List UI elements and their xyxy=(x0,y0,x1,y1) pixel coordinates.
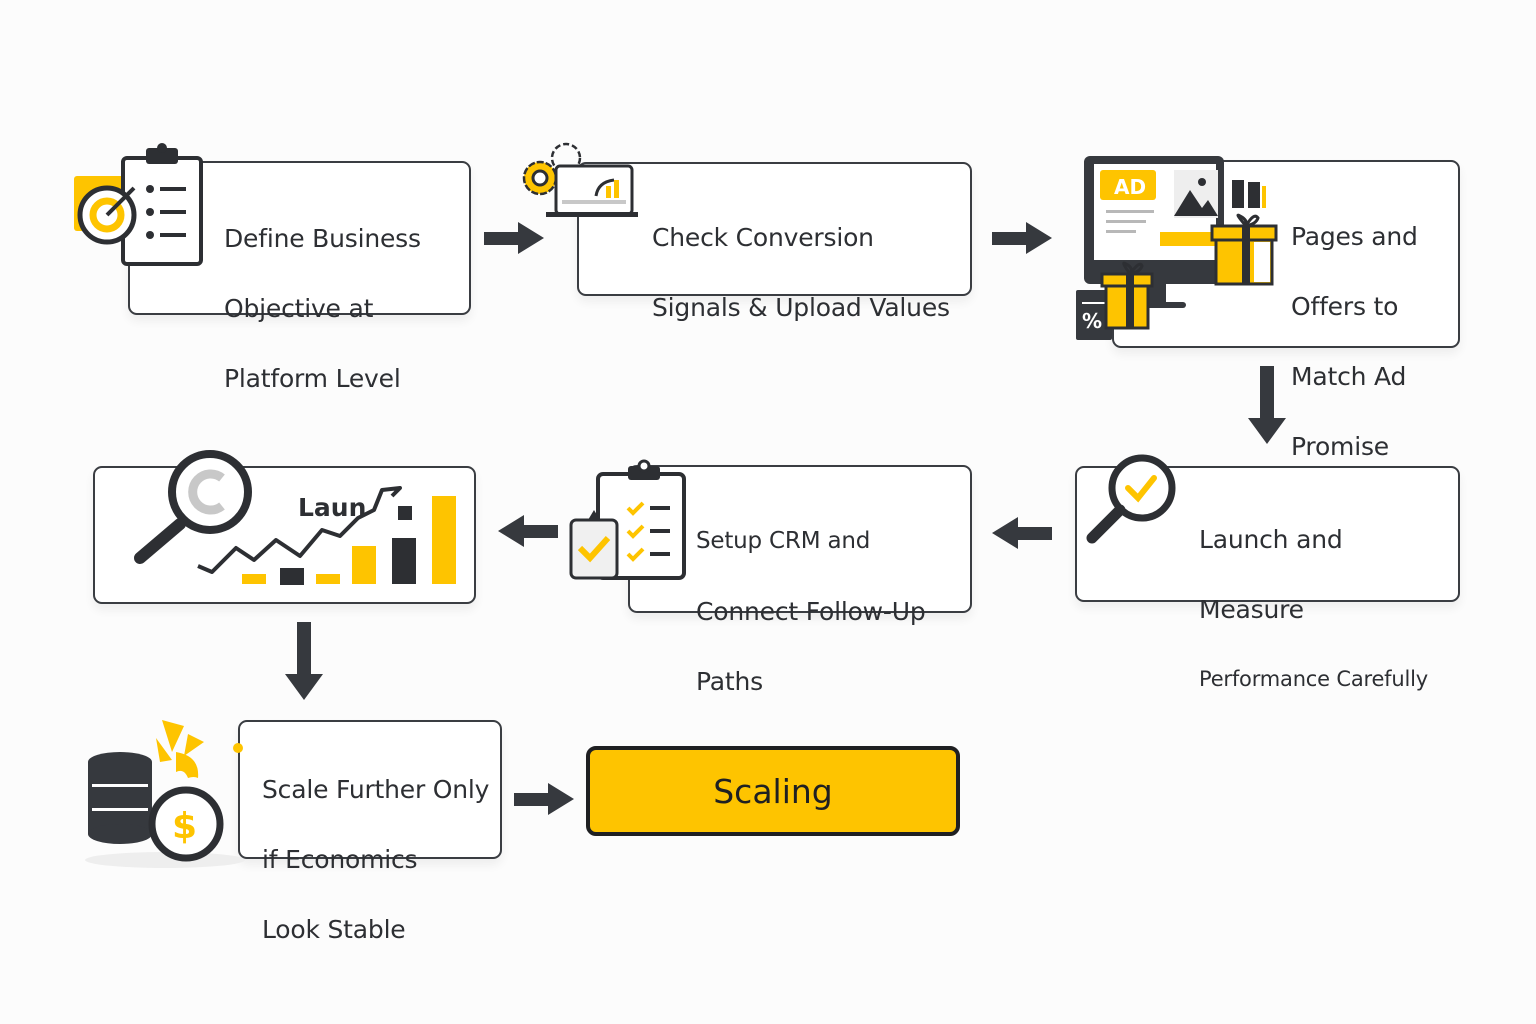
step-5-line-3: Paths xyxy=(696,667,763,696)
final-scaling-box: Scaling xyxy=(586,746,960,836)
arrow-left-2 xyxy=(498,515,558,547)
arrow-left-1 xyxy=(992,517,1052,549)
clipboard-checklist-icon xyxy=(569,459,686,580)
gear-laptop-chart-icon xyxy=(522,142,638,217)
step-5-label: Setup CRM and Connect Follow-Up Paths xyxy=(696,489,926,734)
step-5-line-2: Connect Follow-Up xyxy=(696,597,926,626)
step-3-line-3: Match Ad xyxy=(1291,362,1407,391)
step-7-label: Scale Further Only if Economics Look Sta… xyxy=(262,737,489,982)
step-7-line-3: Look Stable xyxy=(262,915,406,944)
step-2-line-2: Signals & Upload Values xyxy=(652,293,950,322)
final-scaling-label: Scaling xyxy=(713,771,833,811)
clipboard-target-icon xyxy=(74,143,203,266)
arrow-down-1 xyxy=(1248,366,1286,444)
database-coin-icon: $ xyxy=(85,720,245,868)
ad-badge-text: AD xyxy=(1114,175,1146,199)
dollar-sign-text: $ xyxy=(172,806,197,847)
percent-tag-text: % xyxy=(1082,309,1102,333)
step-3-line-2: Offers to xyxy=(1291,292,1399,321)
arrow-down-2 xyxy=(285,622,323,700)
step-1-label: Define Business Objective at Platform Le… xyxy=(224,186,421,431)
step-7-line-1: Scale Further Only xyxy=(262,775,490,804)
magnifier-growth-chart-icon: Laun xyxy=(134,450,456,585)
step-3-label: Pages and Offers to Match Ad Promise xyxy=(1291,184,1418,499)
magnifier-check-icon xyxy=(1086,454,1176,544)
step-4-line-1: Launch and xyxy=(1199,525,1343,554)
arrow-right-2 xyxy=(992,222,1052,254)
step-7-box xyxy=(238,720,502,859)
step-7-line-2: if Economics xyxy=(262,845,418,874)
step-4-line-2: Measure xyxy=(1199,595,1304,624)
step-2-line-1: Check Conversion xyxy=(652,223,874,252)
step-1-line-1: Define Business xyxy=(224,224,421,253)
step-1-line-2: Objective at xyxy=(224,294,374,323)
step-3-line-4: Promise xyxy=(1291,432,1389,461)
step-2-label: Check Conversion Signals & Upload Values xyxy=(652,185,950,360)
step-2-box xyxy=(577,162,972,296)
chart-label-text: Laun xyxy=(298,493,366,522)
step-3-line-1: Pages and xyxy=(1291,222,1418,251)
step-4-label: Launch and Measure Performance Carefully xyxy=(1199,487,1428,732)
step-1-line-3: Platform Level xyxy=(224,364,401,393)
arrow-right-1 xyxy=(484,222,544,254)
step-5-line-1: Setup CRM and xyxy=(696,528,871,554)
arrow-right-3 xyxy=(514,783,574,815)
monitor-ad-gift-icon: AD % xyxy=(1076,156,1278,340)
step-4-line-3: Performance Carefully xyxy=(1199,667,1428,691)
